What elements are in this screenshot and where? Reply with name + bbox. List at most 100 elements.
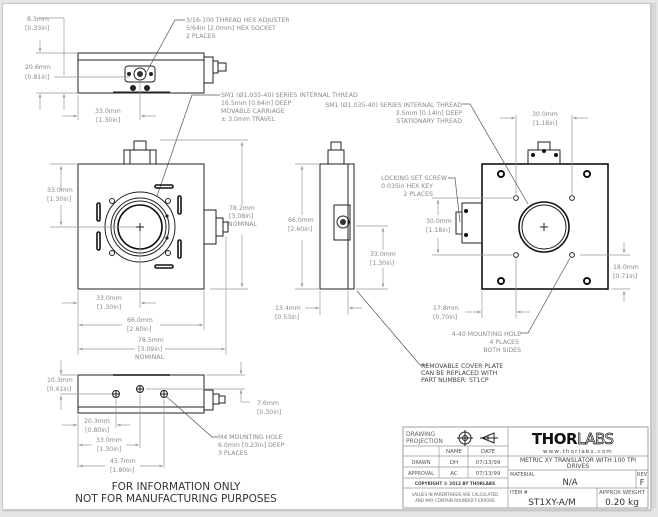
approval-date: 07/13/99 [476, 471, 501, 477]
dim-front-33-h: 33.0mm [96, 295, 122, 302]
dim-66-0: 66.0mm [127, 317, 153, 324]
dim-33-0: 33.0mm [95, 108, 121, 115]
note-sm1-movable-3: MOVABLE CARRIAGE [221, 108, 285, 115]
dim-rear-30-side-in: [1.18in] [426, 227, 450, 234]
slot-icons [96, 184, 182, 269]
dim-78-5: 78.5mm [138, 337, 164, 344]
note-sm1-movable-2: 16.5mm [0.64in] DEEP [221, 100, 292, 107]
top-view: 8.3mm [0.33in] 20.6mm [0.81in] 33.0mm [1… [25, 16, 290, 124]
note-sm1-movable: SM1 (Ø1.035-40) SERIES INTERNAL THREAD 1… [156, 91, 358, 197]
dim-7-6-in: [0.30in] [257, 409, 281, 416]
note-hex-adjuster-2: 5/64in [2.0mm] HEX SOCKET [186, 25, 276, 32]
dim-side-33-in: [1.30in] [370, 260, 394, 267]
material-label: MATERIAL [510, 472, 535, 478]
scrollbar-rail[interactable] [652, 3, 656, 508]
dim-side-66-in: [2.60in] [288, 226, 312, 233]
dim-side-66: 66.0mm [288, 217, 314, 224]
dim-front-33-h-in: [1.30in] [97, 304, 121, 311]
item-value: ST1XY-A/M [528, 498, 576, 508]
dim-rear-30-top-in: [1.18in] [533, 120, 557, 127]
dim-78-5-in: [3.09in] [138, 346, 162, 353]
note-hex-adjuster-1: 3/16-100 THREAD HEX ADJUSTER [186, 17, 290, 24]
website: www.thorlabs.com [543, 449, 613, 455]
dim-45-7: 45.7mm [110, 458, 136, 465]
dim-bottom-33: 33.0mm [96, 437, 122, 444]
note-mounting-440-3: BOTH SIDES [483, 347, 521, 354]
m4-hole-icons [112, 385, 168, 398]
dim-17-8-in: [0.70in] [433, 314, 457, 321]
note-m4-hole-3: 3 PLACES [218, 450, 248, 457]
dim-17-8: 17.8mm [433, 305, 459, 312]
dim-78-2: 78.2mm [229, 205, 255, 212]
note-mounting-440-2: 4 PLACES [489, 339, 519, 346]
right-adjuster-icon [203, 209, 229, 245]
rear-side-adjuster-icon [455, 202, 483, 244]
dim-rear-30-top: 30.0mm [532, 111, 558, 118]
side-view: 66.0mm [2.60in] 33.0mm [1.30in] 13.4mm [… [275, 141, 503, 384]
rev-label: REV [637, 472, 648, 478]
dim-33-0-in: [1.30in] [96, 117, 120, 124]
dim-20-6-in: [0.81in] [25, 74, 49, 81]
thorlabs-logo: THOR LABS www.thorlabs.com [532, 430, 614, 455]
values-note-2: AND MAY CONTAIN ROUNDOFF ERRORS [415, 498, 495, 503]
projection-symbol-icon [457, 430, 498, 446]
note-m4-hole-1: M4 MOUNTING HOLE [218, 434, 283, 441]
note-mounting-440-1: 4-40 MOUNTING HOLE [452, 331, 521, 338]
approval-label: APPROVAL [408, 471, 434, 477]
projection-label-2: PROJECTION [406, 438, 443, 445]
note-cover-plate-1: REMOVABLE COVER PLATE [421, 363, 503, 370]
note-sm1-stationary-2: 3.5mm [0.14in] DEEP [396, 110, 463, 117]
dim-20-3-in: [0.80in] [85, 427, 109, 434]
side-adjuster-icon [333, 204, 351, 241]
dim-78-2-nominal: NOMINAL [228, 221, 258, 228]
approval-name: AC [450, 471, 458, 477]
dim-20-3: 20.3mm [84, 418, 110, 425]
dim-18-0-in: [0.71in] [613, 273, 637, 280]
note-cover-plate-2: CAN BE REPLACED WITH [421, 370, 498, 377]
drawing-sheet [2, 3, 651, 510]
dim-18-0: 18.0mm [613, 264, 639, 271]
title-block: DRAWING PROJECTION NAME DATE DRAWN DH 07… [402, 426, 649, 509]
dim-45-7-in: [1.80in] [110, 467, 134, 474]
rear-view: 30.0mm [1.18in] 30.0mm [1.18in] 18.0mm [… [325, 101, 639, 354]
note-sm1-stationary-3: STATIONARY THREAD [396, 118, 462, 125]
description-1: METRIC XY TRANSLATOR WITH 100 TPI [520, 457, 636, 464]
dim-front-33-v-in: [1.30in] [47, 196, 71, 203]
note-hex-adjuster-3: 2 PLACES [186, 33, 216, 40]
drawn-date: 07/13/99 [476, 460, 501, 466]
dim-66-0-in: [2.60in] [127, 326, 151, 333]
note-sm1-movable-4: ± 3.0mm TRAVEL [221, 116, 276, 123]
note-locking-screw-2: 0.035in HEX KEY [381, 183, 433, 190]
copyright: COPYRIGHT © 2012 BY THORLABS [415, 481, 495, 486]
dim-front-33-v: 33.0mm [47, 187, 73, 194]
logo-thor: THOR [532, 430, 578, 448]
dim-78-2-in: [3.08in] [229, 213, 253, 220]
dim-rear-30-side: 30.0mm [426, 218, 452, 225]
note-sm1-stationary-1: SM1 (Ø1.035-40) SERIES INTERNAL THREAD [325, 101, 462, 109]
values-note-1: VALUES IN PARENTHESIS ARE CALCULATED [412, 492, 498, 497]
description-2: DRIVES [567, 463, 589, 470]
drawn-label: DRAWN [412, 460, 431, 466]
note-cover-plate-3: PART NUMBER: ST1CP [421, 377, 489, 384]
dim-10-3: 10.3mm [47, 377, 73, 384]
dim-20-6: 20.6mm [25, 64, 51, 71]
side-knob-icon [203, 56, 227, 84]
note-locking-screw-3: 2 PLACES [403, 191, 433, 198]
disclaimer-line-2: NOT FOR MANUFACTURING PURPOSES [75, 493, 277, 505]
hex-adjuster-icon [124, 65, 156, 91]
projection-label-1: DRAWING [406, 431, 436, 438]
dim-10-3-in: [0.41in] [47, 386, 71, 393]
dim-7-6: 7.6mm [257, 400, 279, 407]
dim-13-4-in: [0.53in] [275, 314, 299, 321]
dim-78-5-nominal: NOMINAL [135, 354, 165, 361]
rev-value: F [640, 478, 645, 487]
dim-8-3: 8.3mm [27, 16, 49, 23]
dim-side-33: 33.0mm [370, 251, 396, 258]
col-name: NAME [446, 449, 463, 455]
col-date: DATE [481, 449, 496, 455]
dim-8-3-in: [0.33in] [25, 25, 49, 32]
mounting-holes [497, 170, 591, 285]
front-view: 33.0mm [1.30in] 78.2mm [3.08in] NOMINAL … [47, 139, 258, 361]
top-adjuster-icon [123, 140, 157, 165]
